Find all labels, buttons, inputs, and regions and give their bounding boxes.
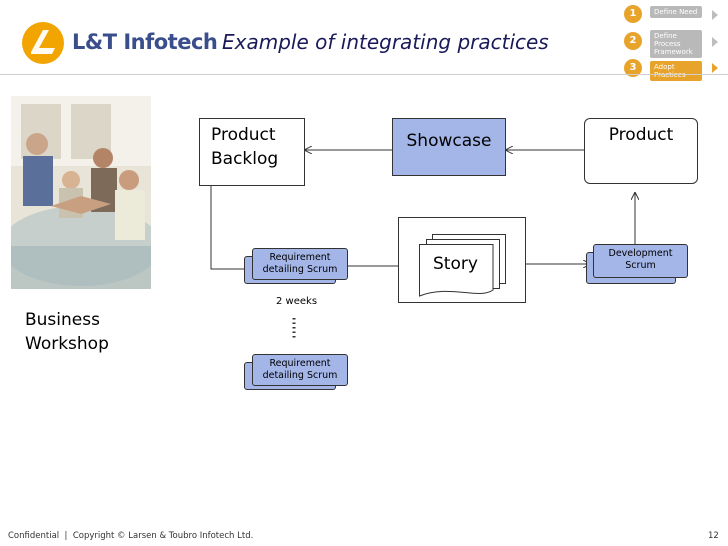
arrow-backlog-to-req-scrum [210, 186, 252, 269]
duration-label: 2 weeks [276, 296, 318, 307]
step-2-label: Define Process Framework [650, 30, 702, 58]
story-label: Story [433, 254, 478, 274]
step-2-badge: 2 [624, 32, 642, 50]
step-3-arrow-icon [712, 63, 718, 73]
step-1-badge: 1 [624, 5, 642, 23]
req-scrum-2-box: Requirement detailing Scrum [252, 354, 348, 386]
footer-copyright: Confidential | Copyright © Larsen & Toub… [8, 531, 254, 541]
step-indicator: 1 Define Need 2 Define Process Framework… [624, 3, 724, 81]
slide-title: Example of integrating practices [222, 30, 549, 54]
product-backlog-box: Product Backlog [199, 118, 305, 186]
product-backlog-line1: Product [211, 125, 276, 145]
req-scrum-1-label: Requirement detailing Scrum [262, 252, 338, 275]
page-number: 12 [708, 531, 719, 541]
business-workshop-photo [11, 96, 151, 289]
req-scrum-1-box: Requirement detailing Scrum [252, 248, 348, 280]
step-3-badge: 3 [624, 59, 642, 77]
header-divider [0, 74, 728, 75]
lt-logo-icon [22, 22, 64, 64]
business-workshop-label: Business Workshop [25, 310, 109, 354]
step-2-arrow-icon [712, 37, 718, 47]
story-document-icon [419, 244, 494, 297]
req-scrum-2-label: Requirement detailing Scrum [262, 358, 338, 381]
dev-scrum-label: Development Scrum [608, 248, 673, 271]
product-label: Product [608, 125, 674, 145]
showcase-box: Showcase [392, 118, 506, 176]
product-box: Product [584, 118, 698, 184]
showcase-label: Showcase [406, 131, 492, 151]
story-document: Story [419, 244, 495, 300]
step-1-label: Define Need [650, 6, 702, 18]
step-1-arrow-icon [712, 10, 718, 20]
step-3-label: Adopt Practices [650, 61, 702, 81]
dev-scrum-box: Development Scrum [593, 244, 688, 278]
company-logo-text: L&T Infotech [72, 30, 218, 54]
product-backlog-line2: Backlog [211, 149, 279, 169]
